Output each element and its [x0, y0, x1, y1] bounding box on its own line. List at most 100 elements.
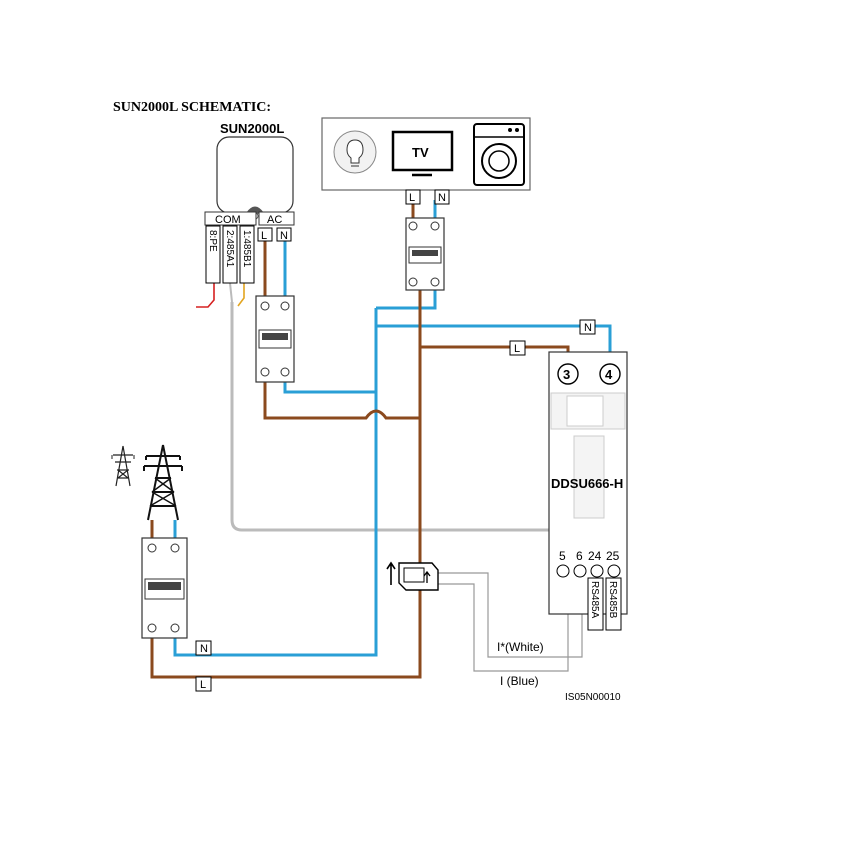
tv-icon: [391, 130, 454, 172]
ac-terminal-l: [257, 227, 273, 242]
washer-knob-icon: [508, 128, 512, 132]
neutral-main: [173, 308, 378, 657]
line-main: [150, 290, 422, 679]
inverter-indicator-icon: [246, 206, 264, 213]
meter-terminal-3: [557, 363, 579, 385]
meter-terminal-24-label: 24: [588, 549, 602, 563]
meter-terminal-24: [590, 564, 604, 578]
485a1-wire: [229, 282, 233, 303]
wires: [150, 200, 614, 679]
meter-line-tag-label: L: [514, 343, 520, 355]
com-label: COM: [215, 214, 241, 226]
meter-neutral-tag: [579, 319, 596, 335]
loads-terminal-n-label: N: [438, 192, 446, 204]
washer-knob-icon: [515, 128, 519, 132]
line-wire-inv-bottom: [263, 382, 420, 420]
breaker-screw-icon: [280, 367, 290, 377]
com-header: [204, 211, 257, 226]
meter-terminal-5-label: 5: [559, 549, 566, 563]
meter-terminal-3-label: 3: [563, 367, 570, 382]
grid-small-tower-icon: [111, 445, 135, 487]
ac-terminal-n: [276, 227, 292, 242]
meter-rs485a-label: RS485A: [589, 581, 600, 619]
breaker-screw-icon: [260, 367, 270, 377]
ac-terminal-l-label: L: [261, 230, 267, 242]
meter-line-tag: [509, 340, 526, 356]
com-pin-485b1-label: 1:485B1: [241, 230, 252, 268]
meter-name: DDSU666-H: [551, 476, 623, 491]
breaker-screw-icon: [260, 301, 270, 311]
neutral-wire-inv-bottom: [283, 382, 376, 394]
neutral-to-loads: [376, 290, 437, 310]
ct-white-wire: [438, 572, 583, 658]
meter-rs485b-tag: [605, 577, 622, 631]
washer-drum-icon: [488, 150, 510, 172]
meter-terminal-25: [607, 564, 621, 578]
meter-rs485a-tag: [587, 577, 604, 631]
meter-neutral-tag-label: N: [584, 322, 592, 334]
bulb-glass-icon: [346, 139, 364, 164]
loads-terminal-l-label: L: [409, 192, 415, 204]
breaker-screw-icon: [170, 623, 180, 633]
ct-blue-label: I (Blue): [500, 674, 539, 688]
inverter-breaker: [255, 295, 295, 383]
com-pin-485a1: [222, 225, 238, 284]
loads-panel: TV L N: [321, 117, 531, 205]
meter-terminal-6-label: 6: [576, 549, 583, 563]
ac-header: [258, 211, 295, 226]
meter-terminal-6: [573, 564, 587, 578]
breaker-lever-icon: [262, 333, 288, 340]
ct-arrow-icon: [423, 570, 431, 583]
breaker-screw-icon: [430, 221, 440, 231]
drawing-code: IS05N00010: [565, 692, 621, 703]
loads-terminal-l: [405, 189, 421, 205]
meter-terminal-5: [556, 564, 570, 578]
breaker-screw-icon: [147, 623, 157, 633]
grid-line-tag-label: L: [200, 679, 206, 691]
ct-window-icon: [403, 567, 425, 583]
breaker-screw-icon: [430, 277, 440, 287]
ac-label: AC: [267, 214, 282, 226]
ct-white-label: I*(White): [497, 640, 544, 654]
com-pin-485b1: [239, 225, 255, 284]
schematic-title: SUN2000L SCHEMATIC:: [113, 100, 271, 115]
meter-rs485b-label: RS485B: [607, 581, 618, 619]
tv-label: TV: [412, 145, 429, 160]
ac-terminal-n-label: N: [280, 230, 288, 242]
pe-wire: [230, 302, 582, 532]
meter-window-icon: [566, 395, 604, 427]
breaker-screw-icon: [408, 277, 418, 287]
neutral-to-meter: [376, 324, 612, 362]
breaker-screw-icon: [408, 221, 418, 231]
breaker-lever-icon: [412, 250, 438, 256]
breaker-screw-icon: [280, 301, 290, 311]
loads-breaker: [405, 217, 445, 291]
breaker-screw-icon: [147, 543, 157, 553]
inverter-name: SUN2000L: [220, 121, 284, 136]
breaker-screw-icon: [170, 543, 180, 553]
grid-breaker: [141, 537, 188, 639]
ct-blue-wire: [436, 580, 569, 672]
pe-red-wire: [196, 283, 215, 308]
grid-tower-icon: [143, 444, 183, 521]
485b1-wire: [237, 283, 245, 307]
com-pin-pe: [205, 225, 221, 284]
meter: 3 4 DDSU666-H 5 6 24 25 RS485A RS485B: [548, 351, 628, 631]
inverter-body: [216, 136, 294, 214]
line-to-meter: [420, 345, 570, 362]
current-transformer: I*(White) I (Blue): [386, 561, 544, 688]
com-pin-485a1-label: 2:485A1: [224, 230, 235, 268]
current-direction-arrow-icon: [386, 561, 396, 585]
meter-terminal-4: [599, 363, 621, 385]
meter-terminal-4-label: 4: [605, 367, 613, 382]
meter-display: [573, 435, 605, 519]
breaker-lever-icon: [148, 582, 181, 590]
grid-neutral-tag: [195, 640, 212, 656]
com-pin-pe-label: 8:PE: [207, 230, 218, 252]
inverter: SUN2000L COM AC L N 8:PE 2:485A1 1:485B1: [204, 121, 295, 284]
grid-neutral-tag-label: N: [200, 643, 208, 655]
loads-terminal-n: [434, 189, 450, 205]
meter-terminal-25-label: 25: [606, 549, 620, 563]
grid-line-tag: [195, 676, 212, 692]
